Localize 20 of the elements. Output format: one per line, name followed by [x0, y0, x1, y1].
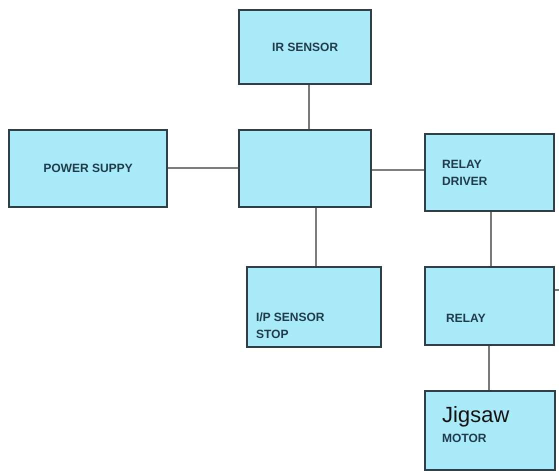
connector-line — [490, 212, 492, 266]
block-label: IR SENSOR — [272, 38, 338, 56]
connector-line — [372, 169, 424, 171]
block-box — [8, 129, 168, 208]
block-label: POWER SUPPY — [43, 160, 133, 177]
connector-line — [168, 167, 238, 169]
connector-line — [315, 208, 317, 266]
block-box — [424, 266, 555, 346]
block-box — [246, 266, 382, 348]
block-box — [424, 390, 556, 471]
block-box — [238, 129, 372, 208]
block-label: RELAY — [446, 310, 486, 326]
block-label: RELAY DRIVER — [442, 156, 488, 189]
block-box — [424, 133, 555, 212]
block-label: I/P SENSOR STOP — [256, 309, 326, 342]
connector-line — [488, 346, 490, 390]
block-box — [238, 9, 372, 85]
block-label: MOTOR — [442, 430, 486, 447]
connector-line — [308, 85, 310, 129]
block-label: Jigsaw — [442, 401, 510, 429]
